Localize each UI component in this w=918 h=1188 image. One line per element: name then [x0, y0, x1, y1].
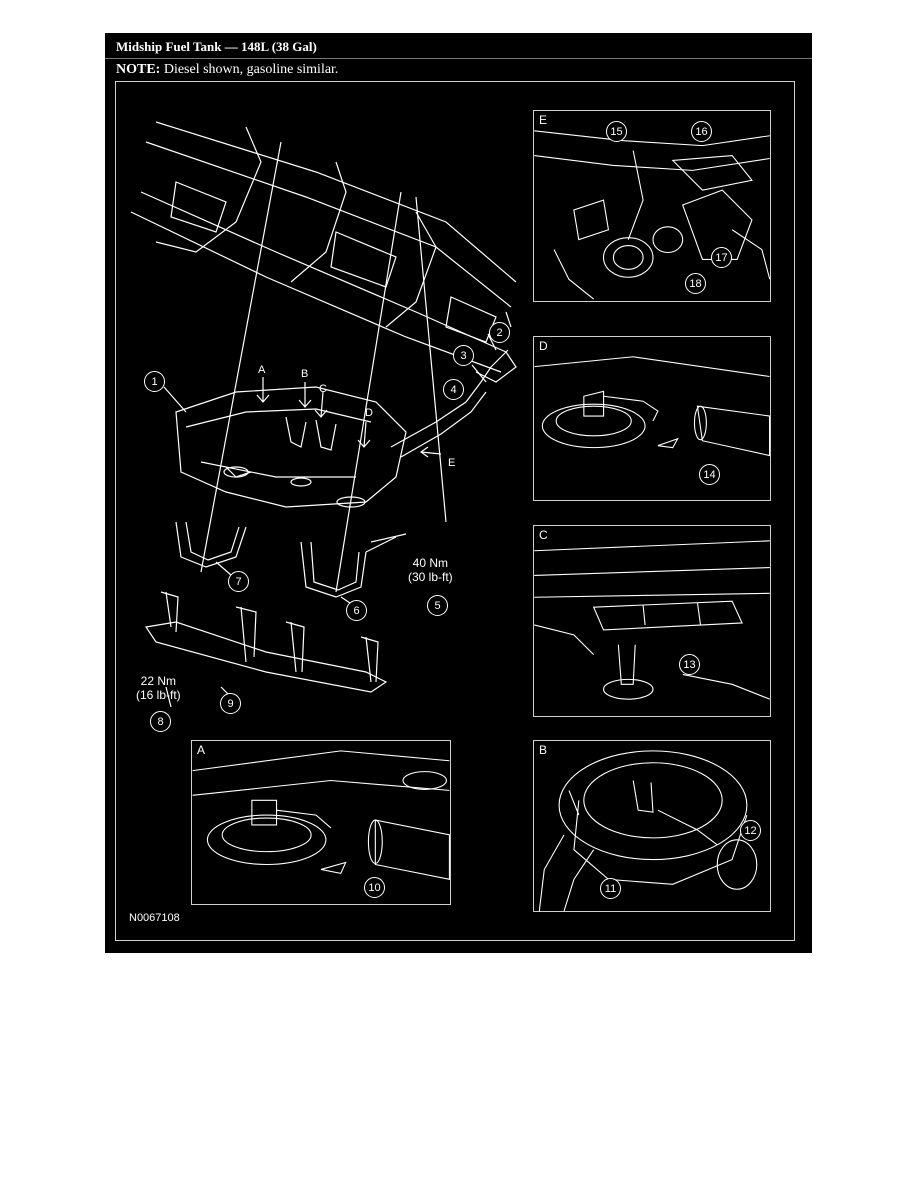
- callout-4: 4: [443, 379, 464, 400]
- inset-a-illustration: [192, 750, 450, 880]
- inset-b-illustration: [538, 750, 758, 911]
- inset-d-label: D: [539, 339, 548, 353]
- inset-d: D 14: [533, 336, 771, 501]
- title-divider: [105, 58, 812, 59]
- inset-e-label: E: [539, 113, 548, 127]
- torque-lbft: (30 lb-ft): [408, 570, 453, 584]
- arrow-letter-a: A: [258, 364, 266, 376]
- callout-8: 8: [150, 711, 171, 732]
- callout-15: 15: [606, 121, 627, 142]
- exploded-diagram: 1 2 3 4 5 6 7 8 9 A B C D E 40 Nm (30 lb…: [115, 81, 795, 941]
- figure-note: NOTE: Diesel shown, gasoline similar.: [116, 62, 338, 78]
- inset-e: E 15 16 17 18: [533, 110, 771, 302]
- figure-title: Midship Fuel Tank — 148L (38 Gal): [116, 39, 317, 54]
- callout-13: 13: [679, 654, 700, 675]
- inset-a-label: A: [197, 743, 206, 757]
- arrow-letter-c: C: [319, 383, 327, 395]
- torque-label-40nm: 40 Nm (30 lb-ft): [408, 556, 453, 584]
- figure-id: N0067108: [129, 912, 180, 924]
- callout-11: 11: [600, 878, 621, 899]
- note-text: Diesel shown, gasoline similar.: [160, 62, 339, 77]
- callout-16: 16: [691, 121, 712, 142]
- callout-3: 3: [453, 345, 474, 366]
- callout-2: 2: [489, 322, 510, 343]
- callout-10: 10: [364, 877, 385, 898]
- arrow-letter-b: B: [301, 368, 309, 380]
- callout-14: 14: [699, 464, 720, 485]
- arrow-letter-d: D: [365, 407, 373, 419]
- callout-9: 9: [220, 693, 241, 714]
- callout-12: 12: [740, 820, 761, 841]
- inset-b: B 11 12: [533, 740, 771, 912]
- inset-d-illustration: [534, 356, 770, 457]
- callout-5: 5: [427, 595, 448, 616]
- callout-6: 6: [346, 600, 367, 621]
- inset-b-label: B: [539, 743, 548, 757]
- torque-nm: 22 Nm: [140, 674, 177, 688]
- torque-lbft: (16 lb-ft): [136, 688, 181, 702]
- inset-a: A 10: [191, 740, 451, 905]
- inset-c-illustration: [534, 540, 770, 700]
- torque-nm: 40 Nm: [412, 556, 449, 570]
- inset-c-label: C: [539, 528, 548, 542]
- inset-e-illustration: [534, 130, 770, 300]
- document-page: Midship Fuel Tank — 148L (38 Gal) NOTE: …: [105, 33, 812, 953]
- inset-c: C 13: [533, 525, 771, 717]
- note-label: NOTE:: [116, 62, 161, 77]
- callout-1: 1: [144, 371, 165, 392]
- arrow-letter-e: E: [448, 457, 456, 469]
- main-illustration: [130, 121, 517, 708]
- torque-label-22nm: 22 Nm (16 lb-ft): [136, 674, 181, 702]
- callout-7: 7: [228, 571, 249, 592]
- callout-17: 17: [711, 247, 732, 268]
- callout-18: 18: [685, 273, 706, 294]
